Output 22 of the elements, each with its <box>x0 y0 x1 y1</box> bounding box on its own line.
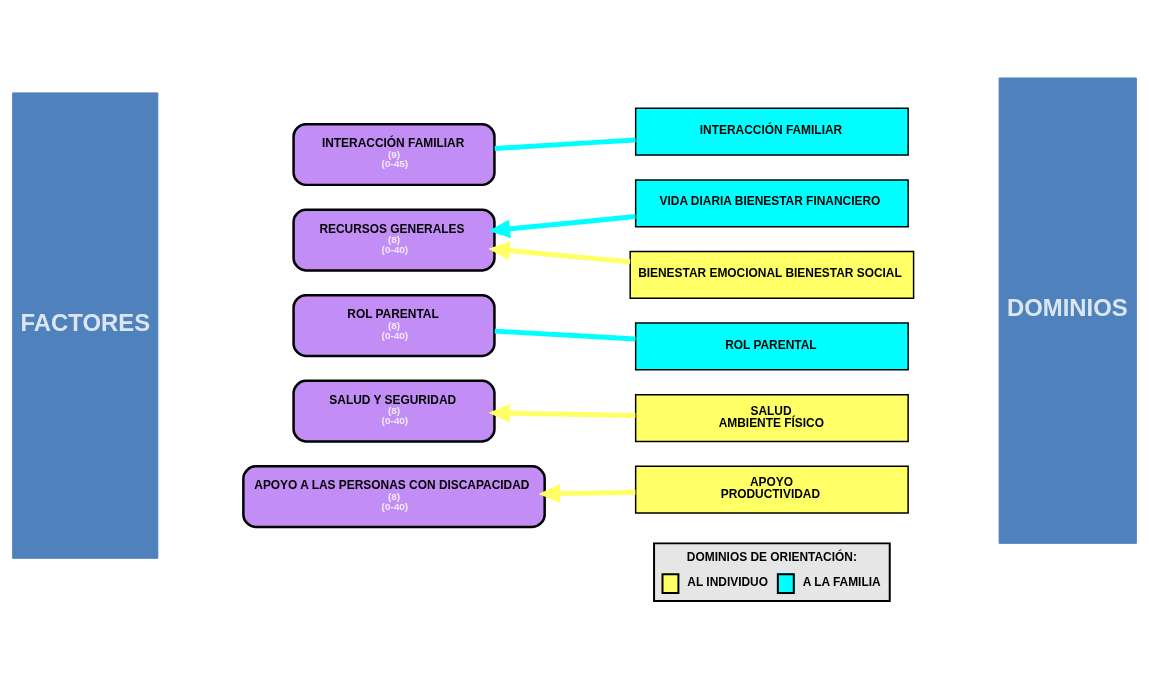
arrow <box>488 214 636 239</box>
connector <box>494 137 636 151</box>
label: DOMINIOS DE ORIENTACIÓN: <box>686 549 857 564</box>
node-box: VIDA DIARIA BIENESTAR FINANCIERO <box>634 179 909 228</box>
node-box: ROL PARENTAL (8) (0-40) <box>292 294 496 358</box>
arrow <box>488 241 631 265</box>
node-box: BIENESTAR EMOCIONAL BIENESTAR SOCIAL <box>629 250 915 299</box>
arrow <box>488 403 636 423</box>
node-box: RECURSOS GENERALES (8) (0-40) <box>292 208 496 272</box>
node-box: INTERACCIÓN FAMILIAR <box>634 107 909 156</box>
node-box: SALUD AMBIENTE FÍSICO <box>634 393 909 443</box>
node-box: APOYO PRODUCTIVIDAD <box>634 465 909 514</box>
node-box: SALUD Y SEGURIDAD (8) (0-40) <box>292 379 496 443</box>
arrow <box>538 484 636 504</box>
node-box: ROL PARENTAL <box>634 322 909 371</box>
node-box: INTERACCIÓN FAMILIAR (9) (0-45) <box>292 122 496 187</box>
node-box: FACTORES <box>12 92 159 559</box>
node-box: APOYO A LAS PERSONAS CON DISCAPACIDAD (8) (0-40) <box>242 465 546 529</box>
connector <box>494 328 636 342</box>
legend-label: A LA FAMILIA <box>802 574 881 589</box>
legend-label: AL INDIVIDUO <box>687 574 768 589</box>
node-box: DOMINIOS <box>998 77 1137 544</box>
